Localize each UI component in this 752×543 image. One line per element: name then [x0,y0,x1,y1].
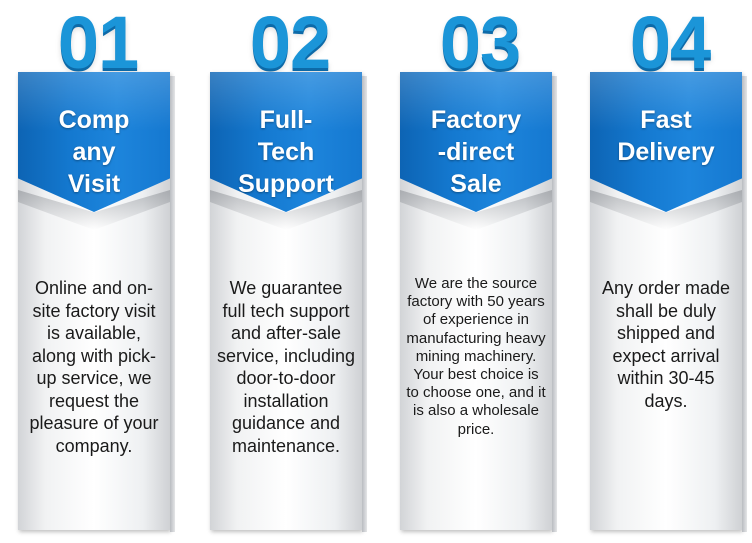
title-line: Full- [259,106,313,134]
card-description: We guarantee full tech support and after… [216,278,356,456]
card-title: Comp any Visit [22,104,166,200]
card-description: Any order made shall be duly shipped and… [601,278,731,411]
card-header: Factory -direct Sale [400,72,552,212]
card-full-tech-support: 02 Full- Tech Support We guarantee full … [210,0,370,543]
title-line: Factory [430,106,522,134]
card-number: 01 [57,1,139,84]
card-fast-delivery: 04 Fast Delivery Any order made shall be… [590,0,750,543]
card-factory-direct-sale: 03 Factory -direct Sale We are the sourc… [400,0,560,543]
card-title: Factory -direct Sale [404,104,548,200]
card-number: 02 [249,1,331,84]
title-line: Fast [640,106,692,134]
title-line: Visit [67,170,121,198]
title-line: Delivery [617,138,715,166]
card-description: We are the source factory with 50 years … [406,275,546,438]
card-number: 03 [439,1,521,84]
card-title: Full- Tech Support [214,104,358,200]
title-line: Tech [257,138,315,166]
card-description: Online and on-site factory visit is avai… [29,278,159,456]
card-title: Fast Delivery [594,104,738,168]
title-line: Sale [450,170,502,198]
title-line: -direct [437,138,515,166]
card-number: 04 [629,1,711,84]
card-header: Fast Delivery [590,72,742,212]
card-header: Full- Tech Support [210,72,362,212]
title-line: any [72,138,116,166]
card-header: Comp any Visit [18,72,170,212]
card-company-visit: 01 Comp any Visit Online and on-site fac… [18,0,178,543]
title-line: Support [238,170,334,198]
title-line: Comp [58,106,130,134]
